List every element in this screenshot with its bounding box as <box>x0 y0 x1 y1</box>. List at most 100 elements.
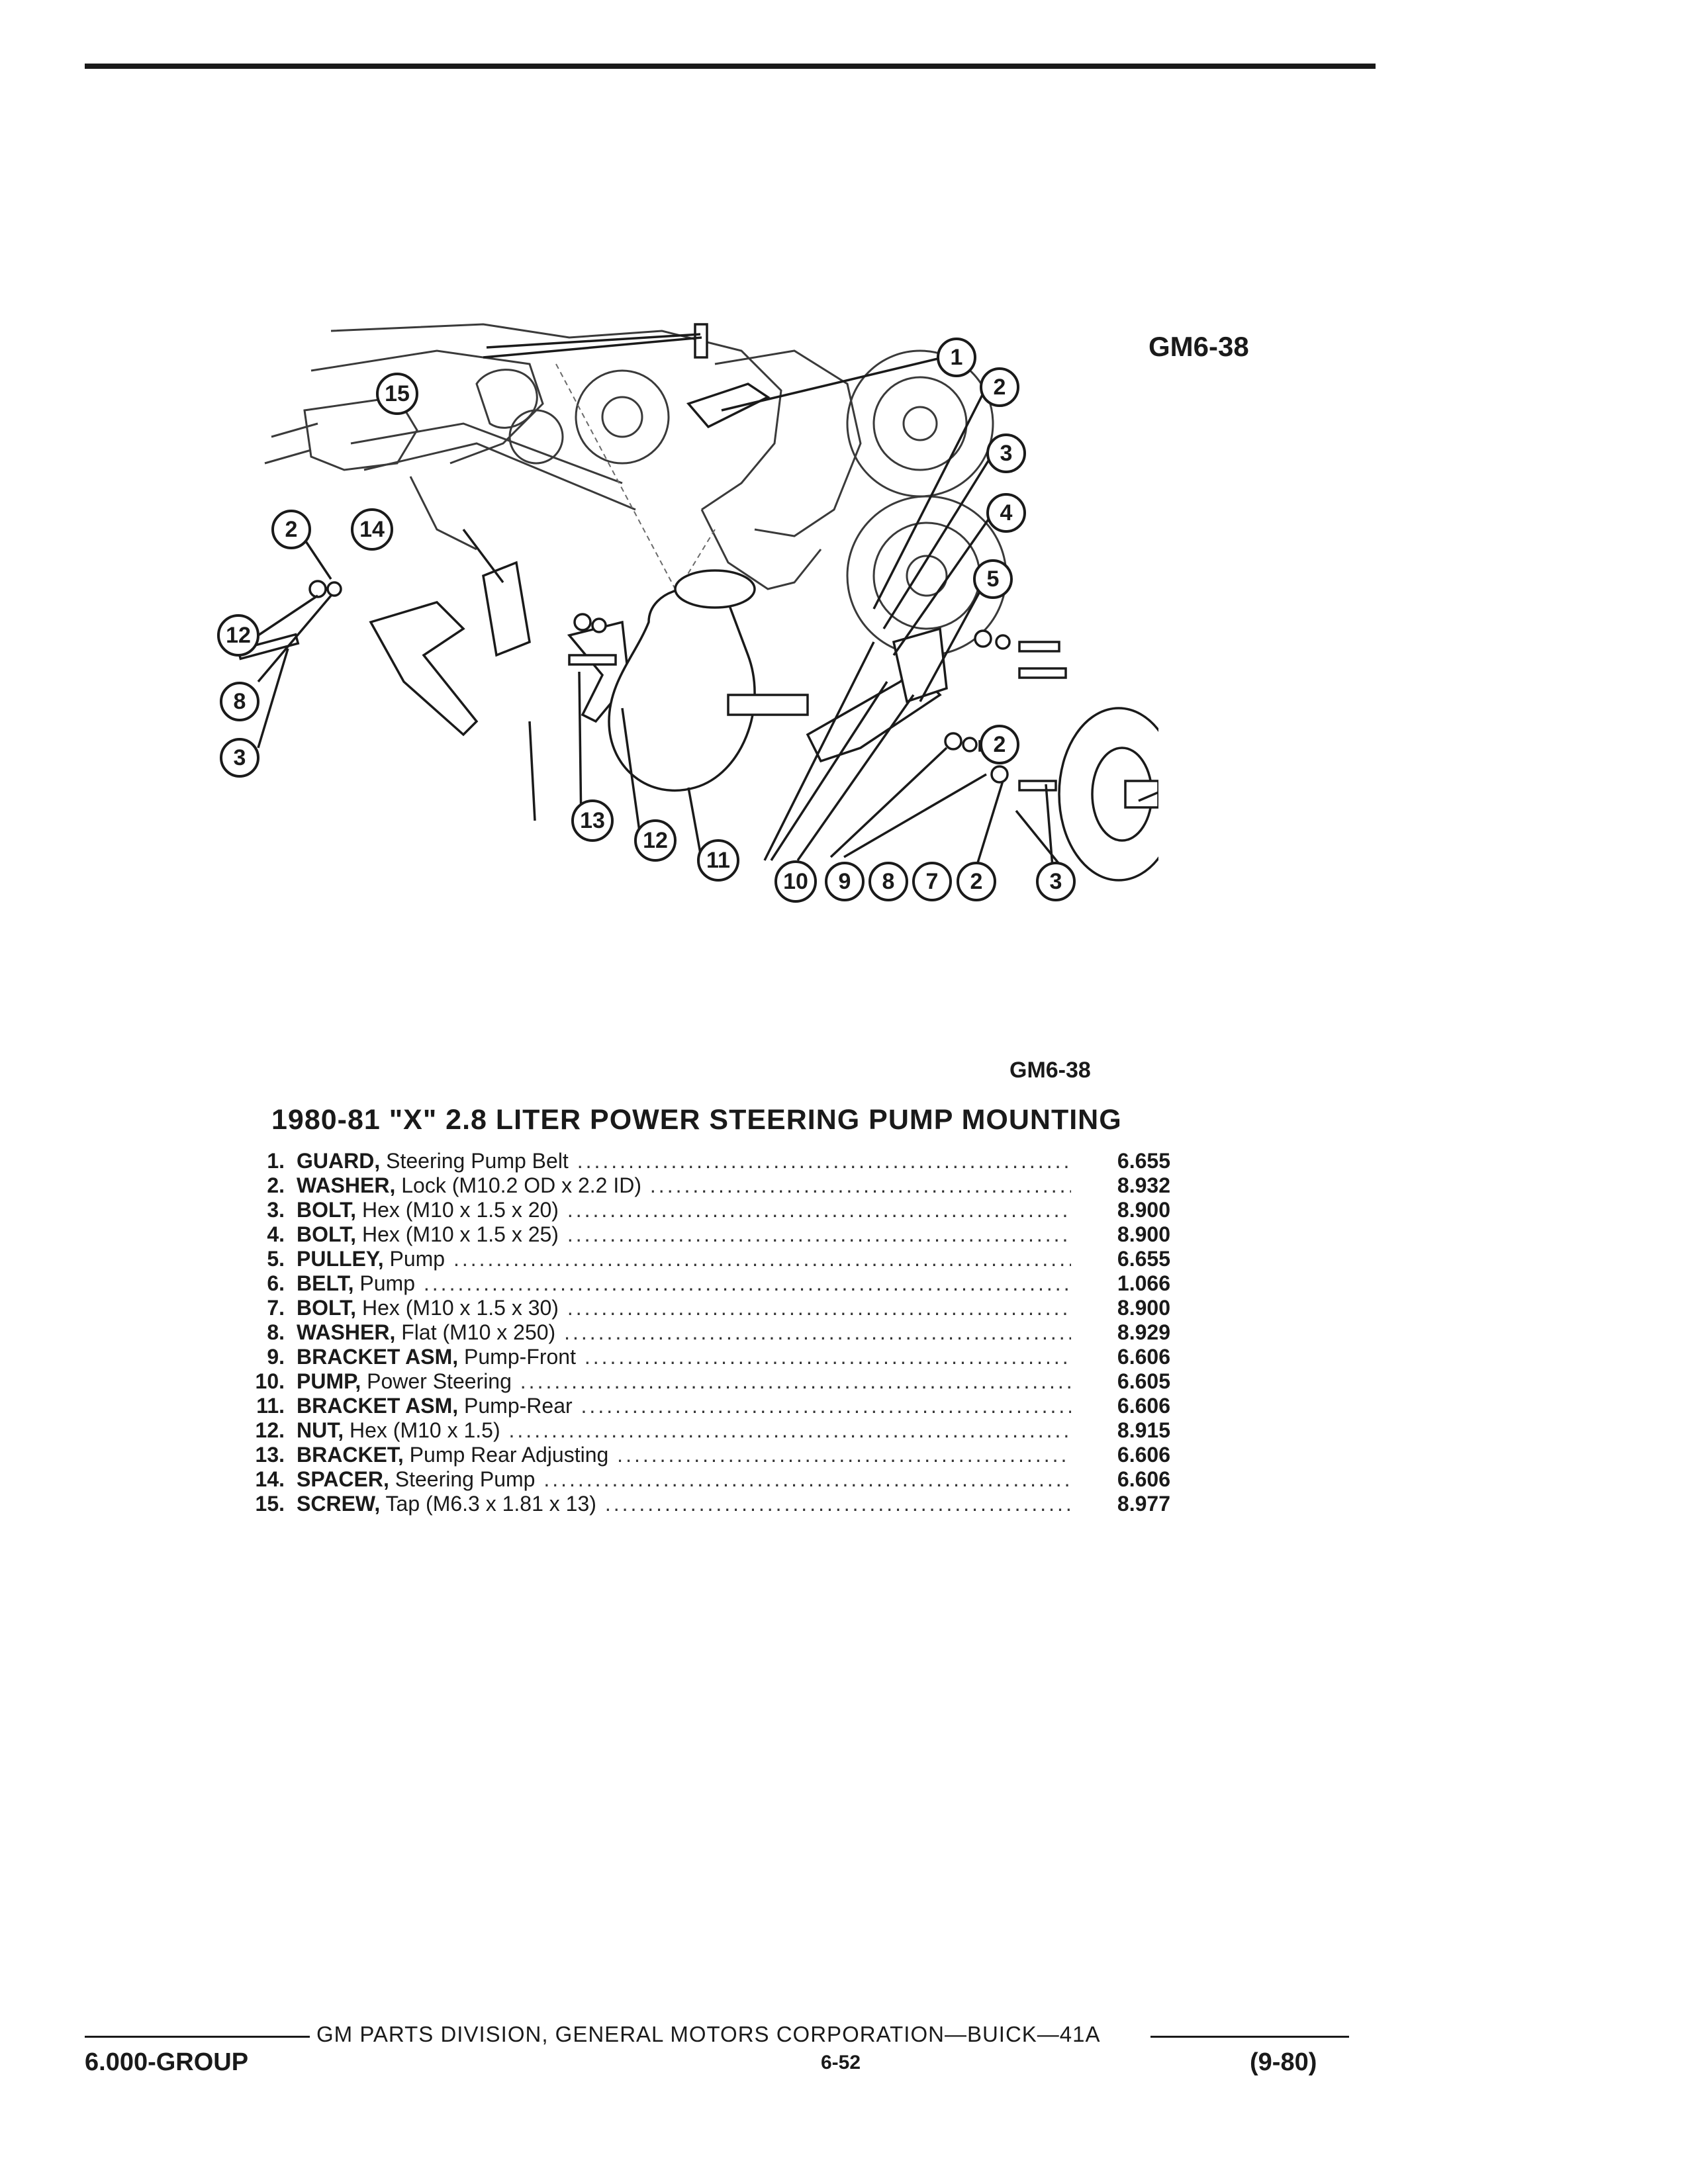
parts-list-row: 10.PUMP, Power Steering ................… <box>225 1369 1218 1394</box>
item-group-code: 6.605 <box>1117 1369 1170 1393</box>
svg-text:2: 2 <box>994 732 1006 757</box>
figure-label-bottom: GM6-38 <box>1009 1058 1091 1083</box>
item-name: BOLT, <box>297 1198 357 1222</box>
item-detail: Hex (M10 x 1.5) <box>350 1418 500 1442</box>
leader-dots: ........................................… <box>508 1418 1071 1442</box>
svg-text:2: 2 <box>970 869 983 894</box>
item-group-code: 8.977 <box>1117 1492 1170 1516</box>
leader-dots: ........................................… <box>453 1247 1071 1271</box>
item-number: 5. <box>267 1247 285 1271</box>
svg-text:8: 8 <box>882 869 895 894</box>
item-description: BELT, Pump .............................… <box>297 1271 1071 1296</box>
leader-dots: ........................................… <box>577 1149 1071 1173</box>
callout-8-bottom: 8 <box>868 862 908 901</box>
item-number: 8. <box>267 1320 285 1344</box>
callout-12-bottom: 12 <box>634 819 677 862</box>
callout-2-top: 2 <box>980 367 1019 407</box>
item-group-code: 8.900 <box>1117 1198 1170 1222</box>
item-detail: Power Steering <box>367 1369 512 1393</box>
parts-list-row: 15.SCREW, Tap (M6.3 x 1.81 x 13) .......… <box>225 1492 1218 1516</box>
item-detail: Pump-Front <box>464 1345 576 1369</box>
svg-text:13: 13 <box>580 808 605 833</box>
item-description: PULLEY, Pump ...........................… <box>297 1247 1071 1271</box>
item-name: WASHER, <box>297 1173 396 1197</box>
callout-13: 13 <box>571 799 614 842</box>
item-detail: Lock (M10.2 OD x 2.2 ID) <box>401 1173 642 1197</box>
top-rule <box>85 64 1376 69</box>
callout-11: 11 <box>697 839 739 882</box>
callout-4: 4 <box>986 493 1026 533</box>
item-description: BRACKET ASM, Pump-Front ................… <box>297 1345 1071 1369</box>
item-number: 14. <box>255 1467 285 1491</box>
callout-7: 7 <box>912 862 952 901</box>
footer-corporation: GM PARTS DIVISION, GENERAL MOTORS CORPOR… <box>316 2022 1101 2046</box>
item-description: WASHER, Flat (M10 x 250) ...............… <box>297 1320 1071 1345</box>
callout-5: 5 <box>973 559 1013 599</box>
parts-list-row: 5. PULLEY, Pump .........................… <box>225 1247 1218 1271</box>
parts-list-row: 14.SPACER, Steering Pump ...............… <box>225 1467 1218 1492</box>
callout-2-left: 2 <box>271 510 311 549</box>
item-number: 10. <box>255 1369 285 1393</box>
footer-date: (9-80) <box>1250 2048 1317 2076</box>
item-detail: Steering Pump <box>395 1467 536 1491</box>
item-description: BOLT, Hex (M10 x 1.5 x 30) .............… <box>297 1296 1071 1320</box>
callout-10: 10 <box>774 860 817 903</box>
item-name: BRACKET ASM, <box>297 1345 459 1369</box>
parts-list-row: 3.BOLT, Hex (M10 x 1.5 x 20) ...........… <box>225 1198 1218 1222</box>
item-group-code: 8.929 <box>1117 1320 1170 1344</box>
parts-list-row: 9.BRACKET ASM, Pump-Front ..............… <box>225 1345 1218 1369</box>
item-name: BOLT, <box>297 1222 357 1246</box>
item-group-code: 8.900 <box>1117 1222 1170 1246</box>
svg-text:3: 3 <box>1000 441 1013 466</box>
item-name: WASHER, <box>297 1320 396 1344</box>
svg-text:15: 15 <box>385 381 410 406</box>
svg-text:5: 5 <box>987 567 1000 592</box>
item-description: NUT, Hex (M10 x 1.5) ...................… <box>297 1418 1071 1443</box>
item-detail: Hex (M10 x 1.5 x 20) <box>361 1198 559 1222</box>
parts-list-row: 7.BOLT, Hex (M10 x 1.5 x 30) ...........… <box>225 1296 1218 1320</box>
parts-list-row: 12. NUT, Hex (M10 x 1.5) ................… <box>225 1418 1218 1443</box>
engine-block-drawing <box>264 323 1008 682</box>
parts-list-row: 1.GUARD, Steering Pump Belt ............… <box>225 1149 1218 1173</box>
callout-2-bottom: 2 <box>957 862 996 901</box>
parts-list-row: 6. BELT, Pump ...........................… <box>225 1271 1218 1296</box>
svg-text:14: 14 <box>359 517 385 542</box>
item-number: 6. <box>267 1271 285 1295</box>
item-detail: Hex (M10 x 1.5 x 30) <box>361 1296 559 1320</box>
item-group-code: 6.606 <box>1117 1345 1170 1369</box>
item-group-code: 1.066 <box>1117 1271 1170 1295</box>
svg-text:10: 10 <box>783 869 808 894</box>
callout-12-left: 12 <box>217 614 259 657</box>
leader-dots: ........................................… <box>604 1492 1071 1516</box>
item-group-code: 6.655 <box>1117 1247 1170 1271</box>
leader-dots: ........................................… <box>649 1173 1071 1197</box>
item-name: SCREW, <box>297 1492 381 1516</box>
svg-text:12: 12 <box>226 623 251 648</box>
item-group-code: 6.655 <box>1117 1149 1170 1173</box>
item-detail: Pump <box>389 1247 445 1271</box>
item-name: BRACKET, <box>297 1443 404 1467</box>
svg-text:3: 3 <box>1050 869 1062 894</box>
callout-3-bottom: 3 <box>1036 862 1076 901</box>
item-number: 2. <box>267 1173 285 1197</box>
svg-text:4: 4 <box>1000 500 1013 525</box>
item-group-code: 6.606 <box>1117 1394 1170 1418</box>
svg-text:7: 7 <box>926 869 939 894</box>
parts-list-row: 11.BRACKET ASM, Pump-Rear ..............… <box>225 1394 1218 1418</box>
leader-dots: ........................................… <box>567 1198 1071 1222</box>
item-description: BOLT, Hex (M10 x 1.5 x 20) .............… <box>297 1198 1071 1222</box>
item-name: BOLT, <box>297 1296 357 1320</box>
item-number: 15. <box>255 1492 285 1516</box>
leader-dots: ........................................… <box>567 1222 1071 1246</box>
figure-label-top: GM6-38 <box>1149 331 1249 362</box>
parts-list-row: 2. WASHER, Lock (M10.2 OD x 2.2 ID) .....… <box>225 1173 1218 1198</box>
item-detail: Steering Pump Belt <box>386 1149 569 1173</box>
item-name: PUMP, <box>297 1369 361 1393</box>
item-description: BRACKET ASM, Pump-Rear .................… <box>297 1394 1071 1418</box>
callout-14: 14 <box>351 508 393 551</box>
footer-rule-right <box>1150 2036 1349 2038</box>
callout-15: 15 <box>376 373 418 415</box>
item-number: 12. <box>255 1418 285 1442</box>
svg-text:2: 2 <box>285 517 298 542</box>
leader-dots: ........................................… <box>617 1443 1071 1467</box>
